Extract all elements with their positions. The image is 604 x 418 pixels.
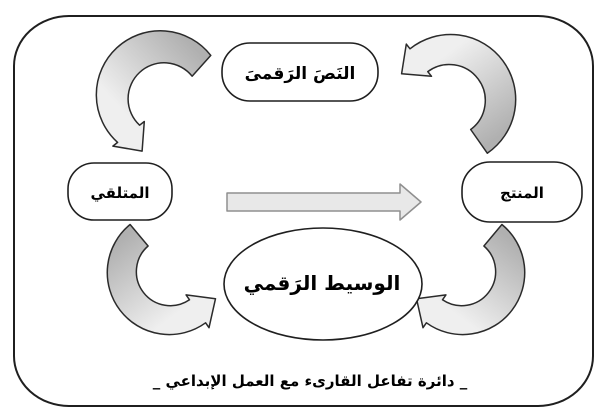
node-digital-medium-shape [223, 227, 423, 341]
arrow-receiver-to-producer-icon [226, 183, 422, 221]
node-digital-text-shape [221, 42, 379, 102]
node-receiver-shape [67, 162, 173, 221]
arrow-receiver-to-digital-medium-icon [106, 223, 217, 336]
node-digital-text-label: النَصَ الرَقمىَ [245, 64, 356, 84]
arrow-producer-to-digital-text-icon [400, 33, 517, 154]
arrow-digital-text-to-receiver-icon [95, 30, 212, 152]
diagram-caption: _ دائرة تفاعل القارىء مع العمل الإبداعي … [153, 372, 468, 390]
node-producer-label: المنتج [500, 184, 544, 202]
node-digital-medium-label: الوسيط الرَقمي [244, 271, 401, 296]
arrow-producer-to-digital-medium-icon [415, 223, 526, 336]
node-receiver-label: المتلقي [90, 184, 149, 202]
node-producer-shape [461, 161, 583, 223]
